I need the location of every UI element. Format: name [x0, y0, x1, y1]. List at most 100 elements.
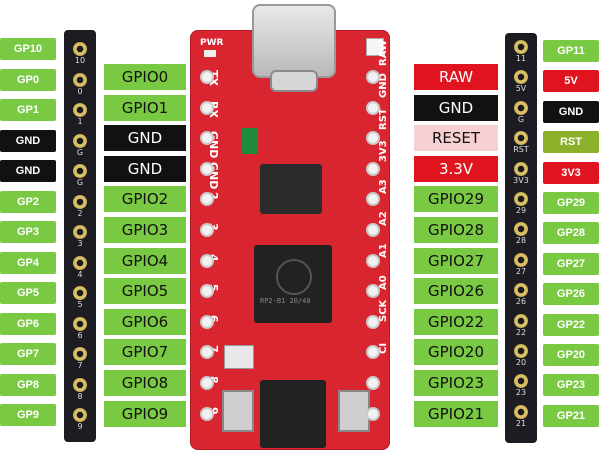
board-left-pad	[200, 131, 214, 146]
right-header-number: 3V3	[513, 175, 529, 185]
board-left-pad	[200, 314, 214, 329]
right-header-number: 20	[515, 358, 527, 367]
boot-button[interactable]	[222, 390, 254, 432]
left-outer-label: GP7	[0, 343, 56, 365]
board-right-silk-label: A0	[378, 275, 389, 290]
left-gpio-label: GPIO3	[104, 217, 186, 243]
right-header-pin	[514, 283, 528, 298]
left-header-number: 1	[77, 117, 83, 126]
board-right-pad	[366, 131, 380, 146]
left-gpio-label: GPIO2	[104, 186, 186, 213]
right-outer-label: GP28	[543, 222, 599, 245]
left-header-number: 9	[77, 422, 83, 431]
right-header-number: 26	[515, 297, 527, 307]
left-gpio-label: GND	[104, 125, 186, 152]
right-header-number: G	[517, 114, 525, 124]
right-inner-label: GPIO22	[414, 308, 498, 335]
board-left-pad	[200, 192, 214, 207]
board-right-pad	[366, 376, 380, 390]
right-outer-label: GP26	[543, 283, 599, 306]
left-gpio-label: GPIO6	[104, 308, 186, 335]
left-outer-label: GP3	[0, 221, 56, 243]
board-right-silk-label: RAW	[378, 39, 389, 66]
left-outer-label: GP1	[0, 99, 56, 121]
right-inner-label: RESET	[414, 125, 498, 152]
board-right-pad	[366, 253, 380, 268]
left-gpio-label: GPIO8	[104, 370, 186, 396]
left-gpio-label: GPIO1	[104, 94, 186, 121]
left-header-number: 5	[77, 300, 83, 309]
right-inner-label: RAW	[414, 64, 498, 90]
rp2040-chip: RP2-B1 20/48	[254, 245, 332, 323]
board-left-pad	[200, 406, 214, 421]
left-gpio-label: GPIO5	[104, 278, 186, 305]
board-right-pad	[366, 192, 380, 207]
right-header-pin	[514, 131, 528, 146]
right-inner-label: GND	[414, 94, 498, 121]
right-header-number: 27	[515, 266, 527, 276]
board-right-pad	[366, 70, 380, 84]
left-header-pin	[73, 103, 87, 117]
right-outer-label: GP22	[543, 313, 599, 336]
right-header-number: RST	[513, 145, 529, 155]
left-header-pin	[73, 72, 87, 87]
right-header-pin	[514, 222, 528, 237]
right-header-pin	[514, 40, 528, 54]
right-outer-label: GP11	[543, 40, 599, 62]
right-inner-label: GPIO23	[414, 370, 498, 396]
left-header-number: G	[76, 178, 84, 187]
left-outer-label: GP8	[0, 373, 56, 396]
right-inner-label: GPIO26	[414, 278, 498, 305]
right-header-pin	[514, 192, 528, 206]
board-right-pad	[366, 406, 380, 421]
rgb-led	[366, 38, 384, 56]
board-right-pad	[366, 284, 380, 299]
pwr-silk-label: PWR	[200, 38, 224, 48]
pro-micro-rp2040-board: PWR TXRXGNDGND23456789 RAWGNDRST3V3A3A2A…	[190, 4, 390, 450]
pwr-led	[204, 50, 216, 57]
board-right-silk-label: 3V3	[378, 140, 389, 162]
left-header-pin	[73, 194, 87, 209]
board-right-pad	[366, 161, 380, 176]
left-outer-label: GP2	[0, 190, 56, 213]
left-outer-label: GP6	[0, 312, 56, 335]
left-outer-label: GND	[0, 160, 56, 182]
left-header-pin	[73, 286, 87, 300]
right-header-number: 29	[515, 206, 527, 215]
reset-button[interactable]	[338, 390, 370, 432]
right-inner-label: GPIO27	[414, 247, 498, 274]
right-inner-label: GPIO20	[414, 339, 498, 366]
left-header-pin	[73, 347, 87, 361]
board-right-silk-label: SCK	[378, 299, 389, 322]
right-header-pin	[514, 70, 528, 85]
board-left-pad	[200, 253, 214, 268]
right-header-number: 28	[515, 236, 527, 246]
left-header-number: 7	[77, 361, 83, 370]
left-outer-label: GP0	[0, 68, 56, 91]
usb-c-port	[270, 70, 318, 92]
right-inner-label: 3.3V	[414, 155, 498, 182]
right-header-number: 22	[515, 327, 527, 337]
board-right-pad	[366, 345, 380, 360]
right-outer-label: 5V	[543, 70, 599, 93]
board-left-pad	[200, 284, 214, 299]
left-outer-label: GP4	[0, 251, 56, 274]
right-outer-label: GP23	[543, 374, 599, 397]
raspberry-pi-logo-icon	[276, 259, 312, 295]
board-left-pad	[200, 70, 214, 84]
qwiic-connector	[260, 380, 326, 448]
right-header-number: 21	[515, 418, 527, 428]
left-header-number: 10	[74, 56, 86, 65]
right-outer-label: GND	[543, 100, 599, 123]
right-header-pin	[514, 100, 528, 115]
right-header-pin	[514, 344, 528, 358]
left-outer-label: GP9	[0, 404, 56, 426]
left-header-pin	[73, 377, 87, 392]
right-header-pin	[514, 313, 528, 328]
right-inner-label: GPIO29	[414, 186, 498, 213]
right-inner-label: GPIO21	[414, 400, 498, 427]
board-left-pad	[200, 223, 214, 237]
left-header-pin	[73, 133, 87, 148]
right-header-number: 11	[515, 54, 527, 63]
crystal	[224, 345, 254, 369]
